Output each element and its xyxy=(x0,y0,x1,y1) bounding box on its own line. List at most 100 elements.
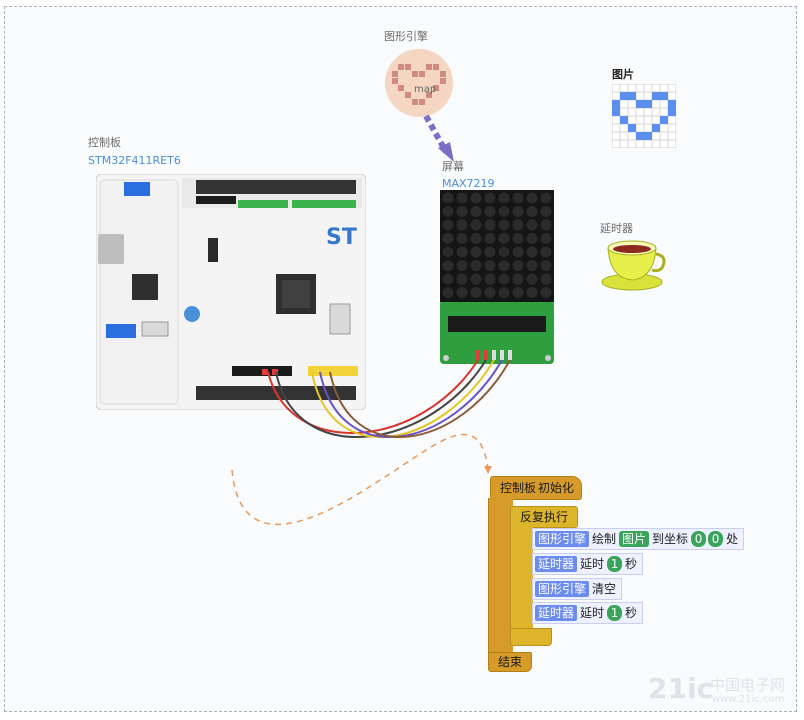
led-dot xyxy=(498,206,510,217)
led-dot xyxy=(456,192,468,204)
block-delay-1-value[interactable]: 1 xyxy=(607,556,623,572)
block-repeat[interactable]: 反复执行 xyxy=(510,506,579,528)
flow-arrow-icon xyxy=(423,114,454,162)
led-dot xyxy=(498,260,510,271)
led-dot xyxy=(442,192,454,204)
led-dot xyxy=(540,219,552,231)
led-dot xyxy=(498,219,510,231)
block-delay-2-value[interactable]: 1 xyxy=(607,605,623,621)
engine-icon[interactable]: map xyxy=(384,48,454,118)
board-label: 控制板 xyxy=(88,136,121,149)
led-dot xyxy=(512,233,524,244)
led-dot xyxy=(470,287,482,298)
block-init-text: 初始化 xyxy=(538,481,575,495)
led-dot xyxy=(484,233,496,244)
block-draw-verb: 绘制 xyxy=(592,532,617,546)
led-dot xyxy=(484,206,496,217)
block-draw-x-value[interactable]: 0 xyxy=(691,531,707,547)
led-dot xyxy=(470,273,482,285)
led-dot xyxy=(470,206,482,217)
led-dot xyxy=(442,206,454,217)
block-draw-to: 到坐标 xyxy=(652,532,689,546)
block-delay-1-unit: 秒 xyxy=(625,557,638,571)
delay-teacup-icon[interactable] xyxy=(600,234,668,292)
led-dot xyxy=(442,273,454,285)
engine-label: 图形引擎 xyxy=(384,30,428,43)
block-delay-1-verb: 延时 xyxy=(580,557,605,571)
led-dot xyxy=(442,233,454,244)
svg-text:ST: ST xyxy=(326,225,357,250)
block-draw-asset[interactable]: 图片 xyxy=(619,531,650,547)
block-end-text: 结束 xyxy=(498,655,523,669)
led-dot xyxy=(442,287,454,298)
block-clear-engine-tag: 图形引擎 xyxy=(535,581,590,597)
led-dot xyxy=(540,192,552,204)
block-clear[interactable]: 图形引擎 清空 xyxy=(532,578,623,600)
screen-model: MAX7219 xyxy=(442,177,495,190)
led-dot xyxy=(456,246,468,258)
led-dot xyxy=(540,233,552,244)
led-dot xyxy=(484,192,496,204)
led-dot xyxy=(470,233,482,244)
led-dot xyxy=(526,260,538,271)
block-delay-2-unit: 秒 xyxy=(625,606,638,620)
led-dot xyxy=(512,287,524,298)
block-repeat-text: 反复执行 xyxy=(520,510,569,524)
block-repeat-spine xyxy=(510,526,533,646)
block-board-init[interactable]: 控制板 初始化 xyxy=(490,476,583,500)
led-dot xyxy=(484,287,496,298)
block-end[interactable]: 结束 xyxy=(488,652,533,672)
block-delay-2-verb: 延时 xyxy=(580,606,605,620)
block-draw-image[interactable]: 图形引擎 绘制 图片 到坐标 0 0 处 xyxy=(532,528,745,550)
block-delay-1-tag: 延时器 xyxy=(535,556,578,572)
led-dot xyxy=(456,219,468,231)
led-dot xyxy=(540,260,552,271)
block-board-tag: 控制板 xyxy=(500,481,537,495)
block-draw-at: 处 xyxy=(726,532,739,546)
watermark-brand: 21ic xyxy=(648,672,714,705)
board-image[interactable]: ST xyxy=(96,174,366,410)
watermark: 21ic 中国电子网 www.21ic.com xyxy=(648,672,796,712)
block-draw-engine-tag: 图形引擎 xyxy=(535,531,590,547)
watermark-cn: 中国电子网 xyxy=(710,676,786,694)
led-dot xyxy=(526,206,538,217)
led-dot xyxy=(498,273,510,285)
block-clear-verb: 清空 xyxy=(592,582,617,596)
led-dot xyxy=(456,206,468,217)
led-dot xyxy=(484,246,496,258)
led-dot xyxy=(498,233,510,244)
led-dot xyxy=(512,246,524,258)
led-dot xyxy=(540,287,552,298)
screen-image[interactable] xyxy=(440,190,554,368)
image-asset-icon[interactable] xyxy=(612,84,676,148)
delay-label: 延时器 xyxy=(600,222,633,235)
led-dot xyxy=(512,219,524,231)
led-dot xyxy=(512,206,524,217)
led-dot xyxy=(540,246,552,258)
led-dot xyxy=(498,192,510,204)
led-dot xyxy=(470,260,482,271)
led-dot xyxy=(498,246,510,258)
led-dot xyxy=(540,273,552,285)
led-dot xyxy=(526,273,538,285)
led-dot xyxy=(484,260,496,271)
led-dot xyxy=(540,206,552,217)
led-dot xyxy=(526,192,538,204)
led-dot xyxy=(498,287,510,298)
led-dot xyxy=(442,219,454,231)
block-delay-2-tag: 延时器 xyxy=(535,605,578,621)
led-dot xyxy=(526,219,538,231)
led-dot xyxy=(442,246,454,258)
board-model: STM32F411RET6 xyxy=(88,154,181,167)
led-dot xyxy=(526,287,538,298)
led-dot xyxy=(512,273,524,285)
led-dot xyxy=(442,260,454,271)
block-delay-1[interactable]: 延时器 延时 1 秒 xyxy=(532,553,644,575)
watermark-url: www.21ic.com xyxy=(712,694,785,705)
block-draw-y-value[interactable]: 0 xyxy=(708,531,724,547)
block-delay-2[interactable]: 延时器 延时 1 秒 xyxy=(532,602,644,624)
led-dot xyxy=(512,192,524,204)
led-dot xyxy=(470,192,482,204)
block-repeat-foot xyxy=(510,628,552,646)
led-dot xyxy=(484,273,496,285)
